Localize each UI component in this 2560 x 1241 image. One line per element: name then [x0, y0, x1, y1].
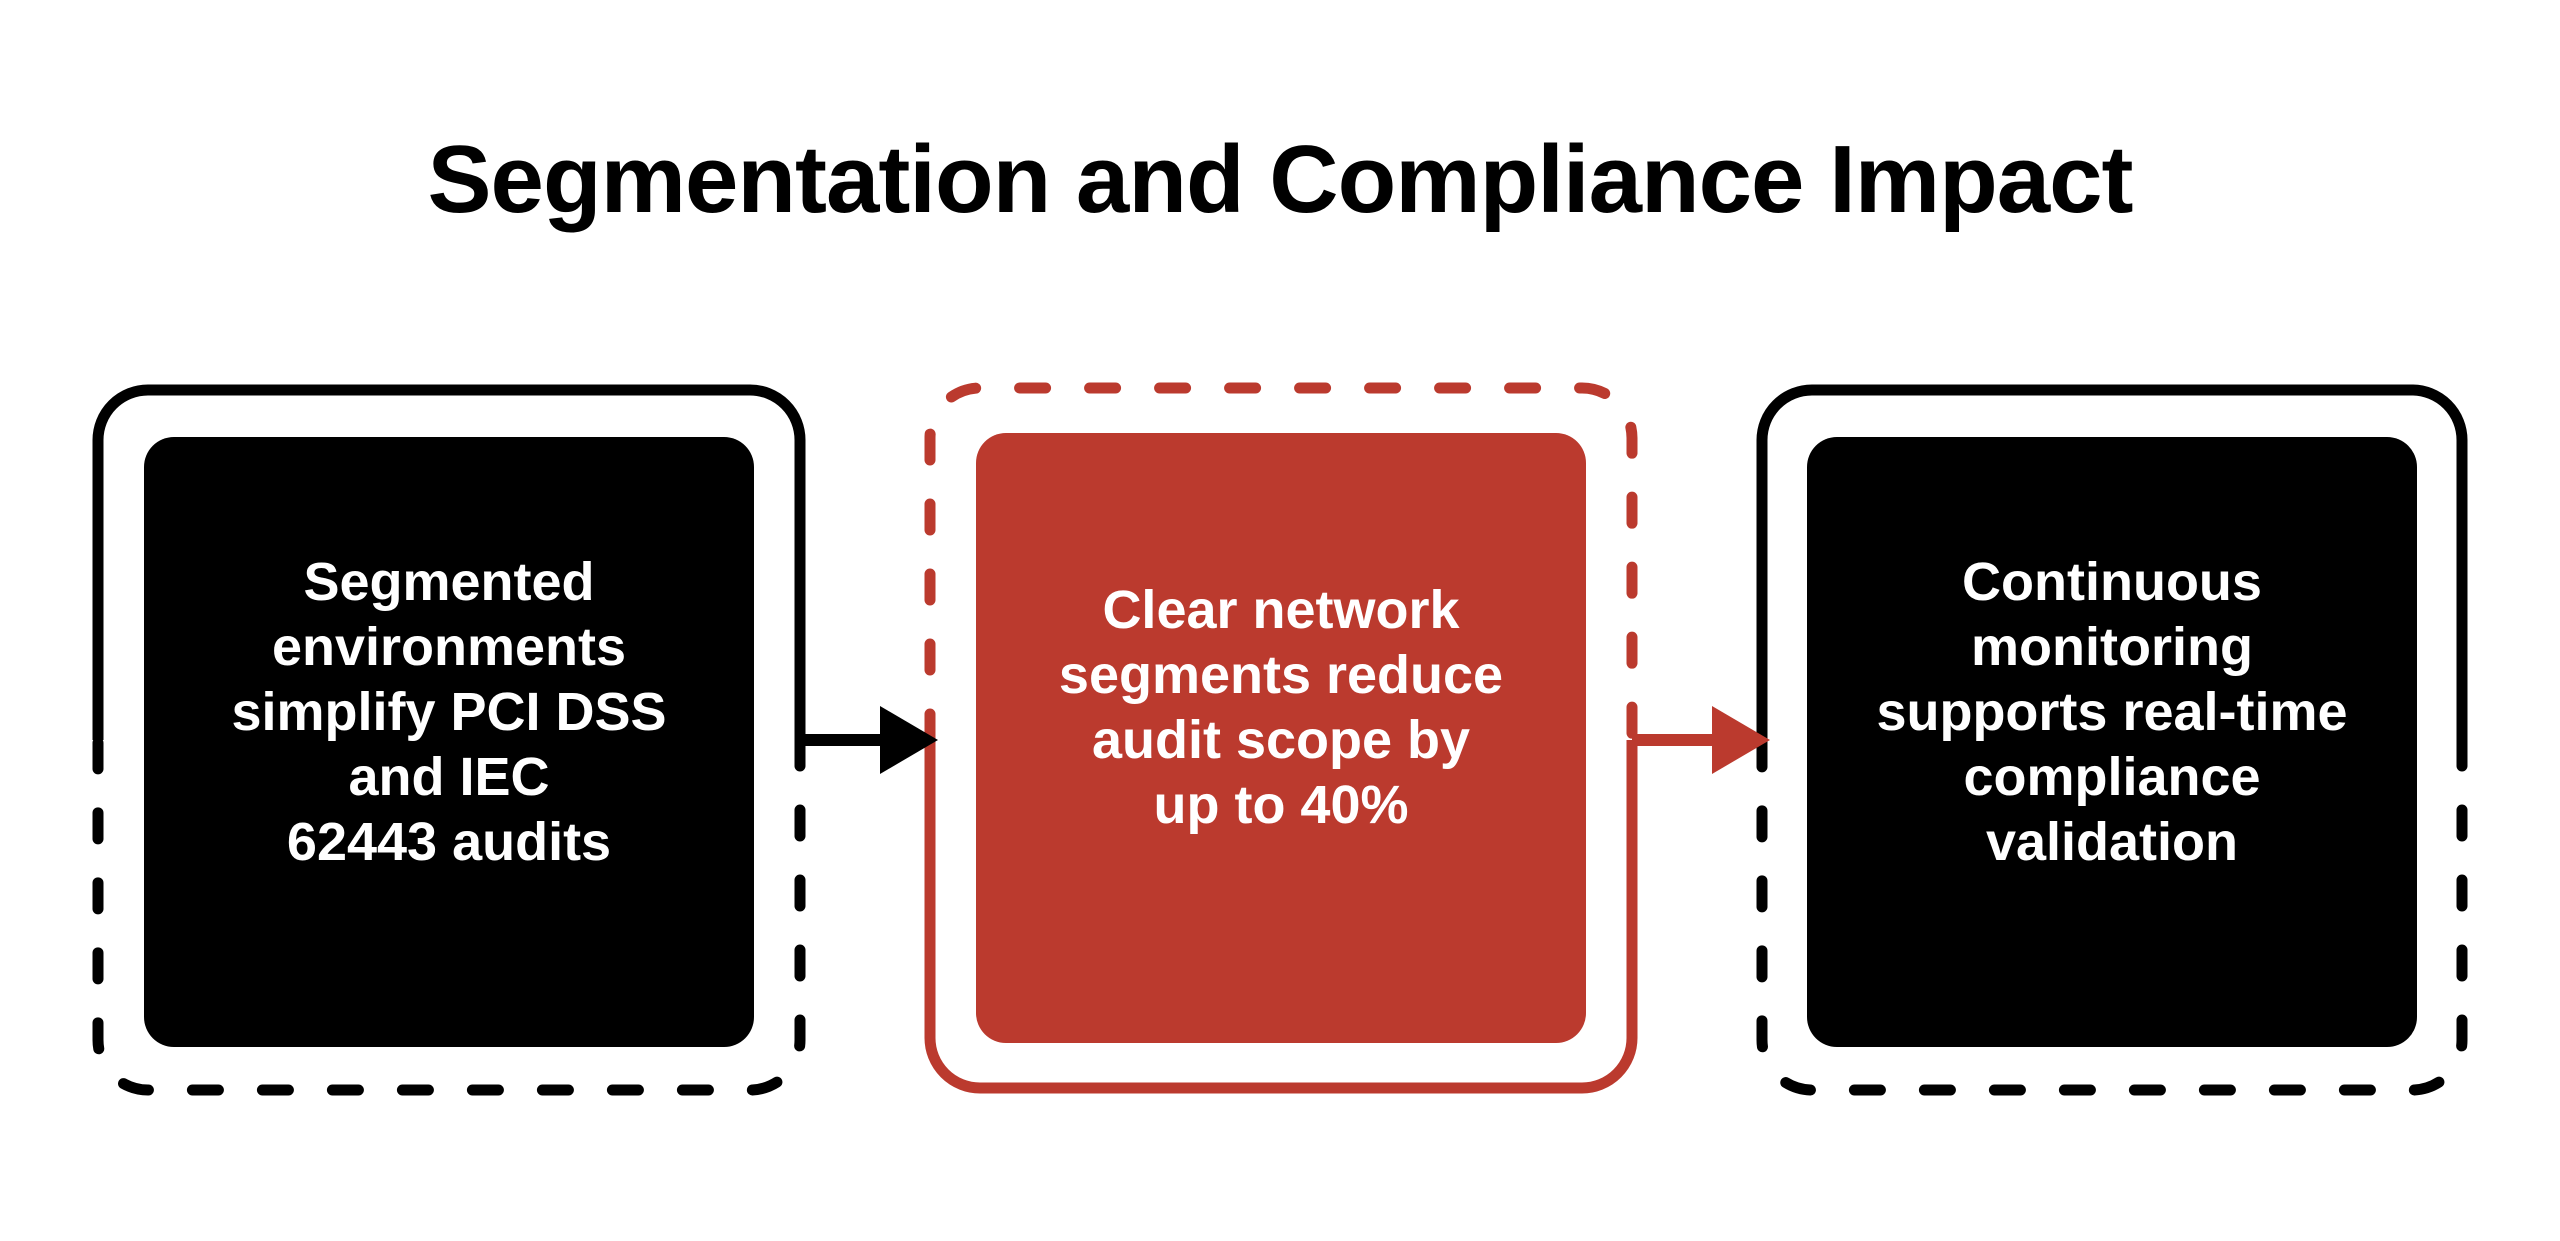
step-box-audit-scope-reduction: Clear network segments reduce audit scop… — [976, 433, 1586, 1043]
step-box-2-text: Clear network segments reduce audit scop… — [1059, 578, 1503, 898]
box-text-line: simplify PCI DSS — [231, 681, 667, 742]
box-text-line: and IEC — [348, 746, 550, 807]
box-text-line: compliance — [1963, 746, 2261, 807]
box-text-line: Continuous — [1962, 551, 2262, 612]
flow-arrow-1-right-icon — [800, 706, 938, 774]
box-text-line: Clear network — [1102, 580, 1460, 640]
box-text-line: audit scope by — [1091, 710, 1471, 770]
step-box-segmented-environments: Segmented environments simplify PCI DSS … — [144, 437, 754, 1047]
step-box-continuous-monitoring: Continuous monitoring supports real-time… — [1807, 437, 2417, 1047]
box2-outline-solid-bottom — [924, 740, 1638, 1094]
box-text-line: validation — [1985, 811, 2239, 872]
flow-arrow-2-right-icon — [1632, 706, 1770, 774]
box-text-line: environments — [271, 616, 627, 677]
box-text-line: monitoring — [1971, 616, 2253, 677]
box-text-line: Segmented — [303, 551, 595, 612]
diagram-title: Segmentation and Compliance Impact — [427, 126, 2134, 233]
box-text-line: supports real-time — [1876, 681, 2348, 742]
box3-outline-solid-top — [1756, 384, 2468, 740]
box-text-line: 62443 audits — [286, 811, 612, 872]
box1-outline-solid-top — [92, 384, 806, 740]
step-box-1-text: Segmented environments simplify PCI DSS … — [231, 550, 666, 935]
box-text-line: segments reduce — [1058, 645, 1504, 705]
box-text-line: up to 40% — [1153, 775, 1409, 835]
step-box-3-text: Continuous monitoring supports real-time… — [1876, 550, 2347, 935]
